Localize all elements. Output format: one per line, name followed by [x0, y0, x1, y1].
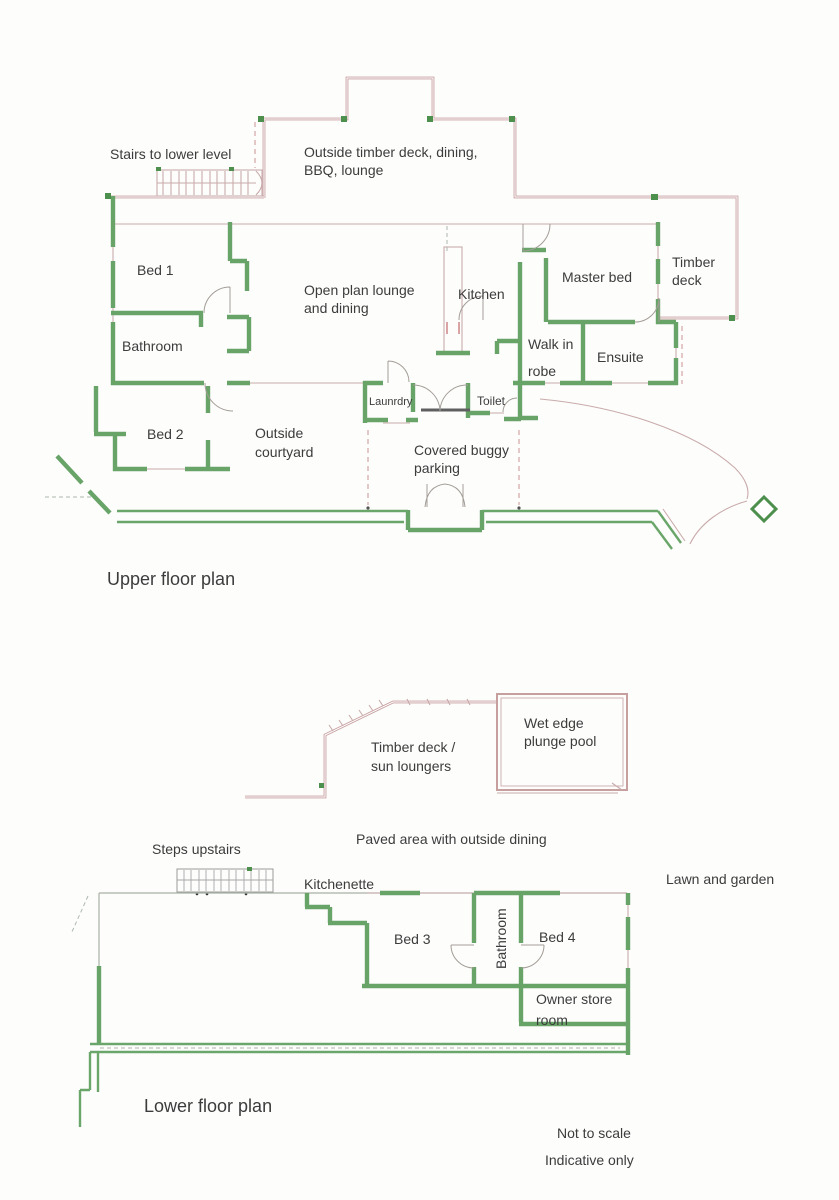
- label-outside-deck-line1: Outside timber deck, dining,: [304, 144, 478, 160]
- label-walk-in-robe-line2: robe: [528, 363, 557, 379]
- label-bed1: Bed 1: [137, 262, 174, 278]
- upper-stairs: [156, 167, 263, 197]
- label-steps-upstairs: Steps upstairs: [152, 841, 241, 857]
- lower-stairs: [176, 867, 274, 896]
- label-owner-store-line2: room: [536, 1012, 568, 1028]
- label-timber-deck-line1: Timber: [672, 254, 716, 270]
- label-owner-store: Owner store room: [536, 989, 612, 1031]
- label-wet-edge-pool: Wet edge plunge pool: [524, 714, 596, 750]
- upper-driveway: [45, 398, 779, 545]
- label-bathroom-upper: Bathroom: [122, 338, 183, 354]
- note-indicative-only: Indicative only: [545, 1152, 634, 1168]
- label-timber-deck-sun: Timber deck / sun loungers: [371, 738, 455, 776]
- label-wet-edge-pool-line2: plunge pool: [524, 733, 597, 749]
- label-kitchenette: Kitchenette: [304, 876, 375, 892]
- upper-corner-nodes: [105, 116, 735, 321]
- label-outside-courtyard: Outside courtyard: [255, 424, 313, 462]
- lower-deck-outline: [245, 698, 497, 799]
- label-bed2: Bed 2: [147, 426, 184, 442]
- label-bed4: Bed 4: [539, 929, 576, 945]
- lower-plan-drawing: [70, 693, 631, 1127]
- label-covered-buggy: Covered buggy parking: [414, 441, 509, 477]
- label-outside-deck-line2: BBQ, lounge: [304, 162, 384, 178]
- label-lawn: Lawn and garden: [666, 871, 775, 887]
- label-kitchen: Kitchen: [458, 286, 505, 302]
- label-bed3: Bed 3: [394, 931, 431, 947]
- label-stairs-note: Stairs to lower level: [110, 146, 232, 162]
- label-outside-courtyard-line2: courtyard: [255, 444, 314, 460]
- label-timber-deck-sun-line1: Timber deck /: [371, 739, 456, 755]
- upper-thin-lines: [112, 223, 677, 470]
- label-timber-deck-sun-line2: sun loungers: [371, 758, 452, 774]
- label-open-plan: Open plan lounge and dining: [304, 281, 415, 317]
- label-toilet: Toilet: [477, 394, 506, 408]
- plunge-pool: [496, 693, 628, 794]
- label-owner-store-line1: Owner store: [536, 991, 613, 1007]
- label-timber-deck-line2: deck: [672, 272, 702, 288]
- label-covered-buggy-line2: parking: [414, 460, 460, 476]
- note-not-to-scale: Not to scale: [557, 1125, 631, 1141]
- upper-deck-outline: [111, 76, 739, 384]
- label-ensuite: Ensuite: [597, 349, 644, 365]
- label-paved-area: Paved area with outside dining: [356, 831, 547, 847]
- label-open-plan-line1: Open plan lounge: [304, 282, 415, 298]
- gate-post-diamond: [749, 494, 779, 524]
- lower-walls: [78, 890, 631, 1127]
- upper-plan-drawing: [45, 76, 779, 550]
- upper-door-arcs: [203, 223, 660, 508]
- lower-door-arcs: [450, 944, 545, 969]
- label-walk-in-robe-line1: Walk in: [528, 336, 574, 352]
- upper-walls: [55, 196, 682, 550]
- label-outside-courtyard-line1: Outside: [255, 425, 304, 441]
- label-laundry: Launrdry: [369, 396, 413, 408]
- label-covered-buggy-line1: Covered buggy: [414, 442, 509, 458]
- label-wet-edge-pool-line1: Wet edge: [524, 715, 584, 731]
- label-open-plan-line2: and dining: [304, 300, 369, 316]
- label-outside-deck: Outside timber deck, dining, BBQ, lounge: [304, 143, 478, 179]
- upper-plan-title: Upper floor plan: [107, 569, 236, 589]
- label-timber-deck: Timber deck: [672, 253, 715, 289]
- label-walk-in-robe: Walk in robe: [528, 331, 573, 385]
- label-master-bed: Master bed: [562, 269, 633, 285]
- lower-plan-title: Lower floor plan: [144, 1096, 273, 1116]
- label-bathroom-lower: Bathroom: [493, 908, 509, 969]
